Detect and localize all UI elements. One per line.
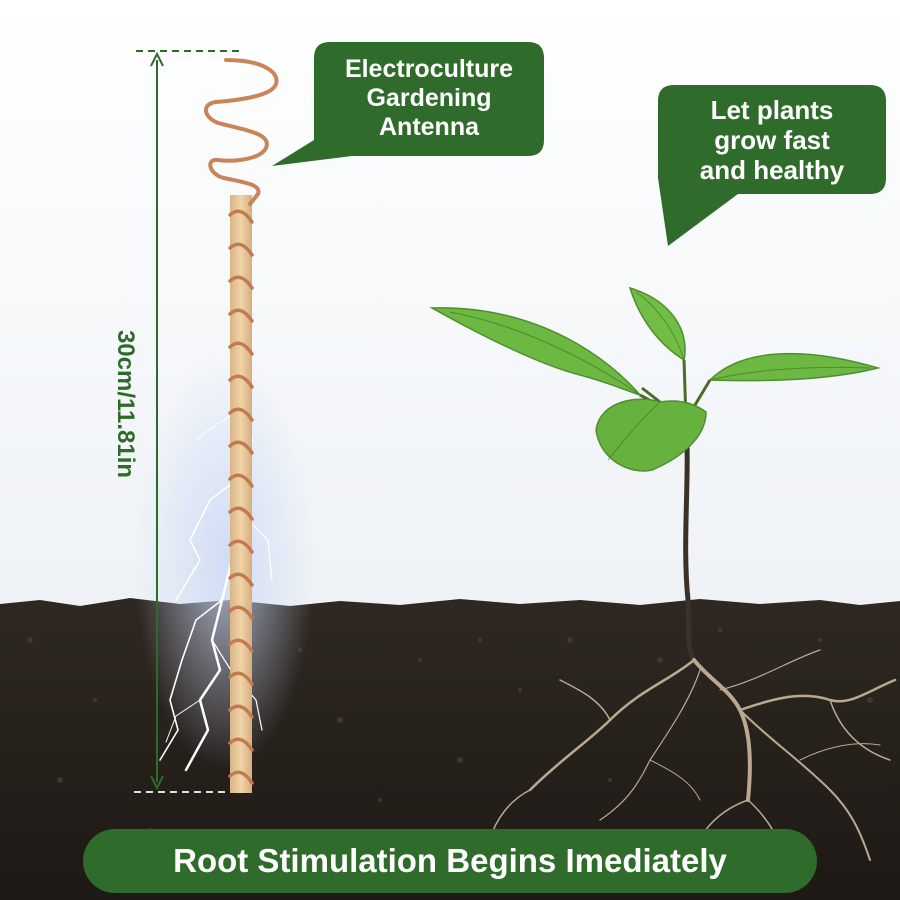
- copper-coil: [228, 209, 254, 785]
- callout-plants-line: and healthy: [699, 154, 845, 185]
- leaf: [595, 398, 707, 472]
- callout-plants-text: Let plants grow fast and healthy: [670, 95, 874, 186]
- callout-antenna-line: Antenna: [379, 112, 479, 141]
- callout-bubble-antenna: [272, 42, 544, 166]
- leaf: [429, 307, 643, 397]
- callout-antenna-text: Electroculture Gardening Antenna: [318, 55, 540, 141]
- callout-plants-line: grow fast: [714, 124, 830, 155]
- leaf: [708, 352, 881, 382]
- plant-seedling: [429, 286, 897, 871]
- plant-roots: [489, 649, 897, 871]
- plant-stem: [683, 419, 697, 662]
- electroculture-antenna: [204, 58, 279, 793]
- callout-bubble-plants: [658, 85, 886, 246]
- height-dimension-label: 30cm/11.81in: [112, 329, 139, 479]
- height-dimension-indicator: [134, 50, 240, 793]
- leaf: [628, 286, 686, 362]
- callout-antenna-line: Electroculture: [344, 55, 514, 83]
- copper-spiral-top: [204, 58, 279, 206]
- headline-banner: Root Stimulation Begins Imediately: [83, 829, 817, 893]
- headline-text: Root Stimulation Begins Imediately: [173, 842, 727, 879]
- energy-glow: [135, 350, 315, 770]
- callout-plants-line: Let plants: [710, 95, 834, 125]
- callout-antenna-line: Gardening: [366, 83, 492, 112]
